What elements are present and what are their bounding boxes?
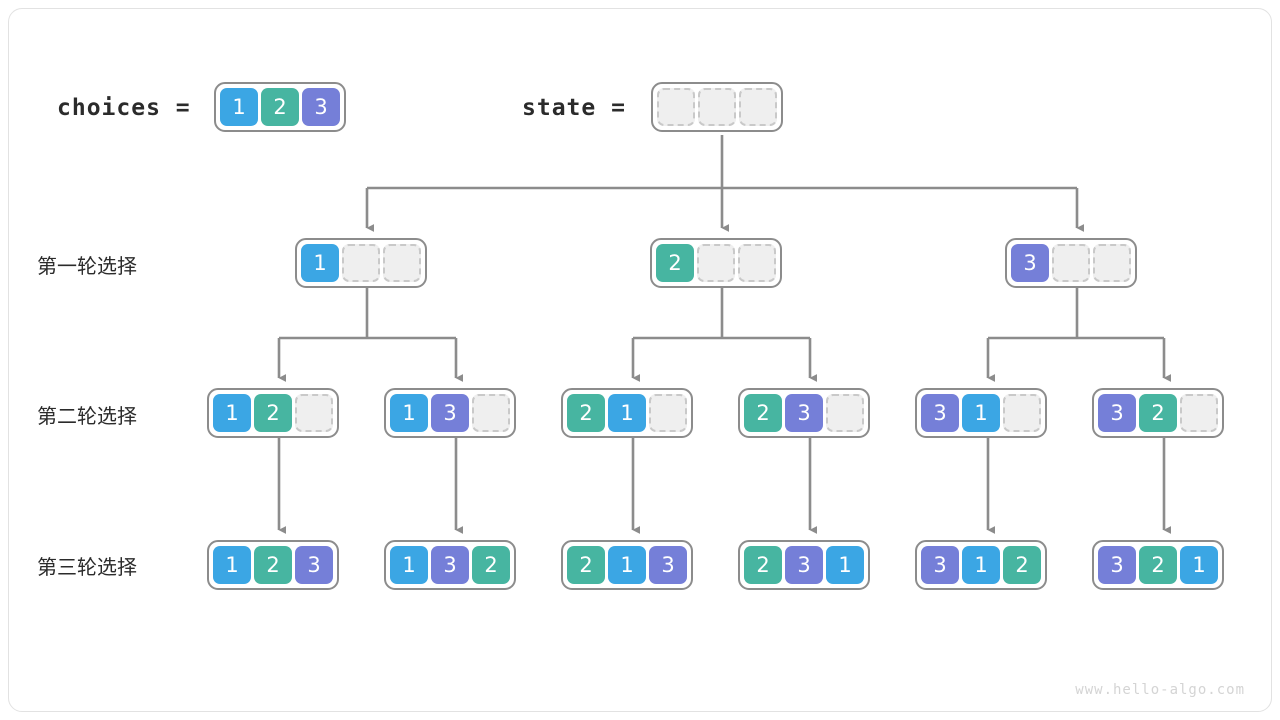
level3-node-4-cell-1: 2 [744,546,782,584]
level3-node-2-cell-1: 1 [390,546,428,584]
state-cell-1 [657,88,695,126]
choices-cell-3: 3 [302,88,340,126]
level2-node-2-cell-3 [472,394,510,432]
level3-node-5-cell-2: 1 [962,546,1000,584]
choices-cell-1: 1 [220,88,258,126]
level3-node-5-cell-3: 2 [1003,546,1041,584]
level2-node-3-cell-1: 2 [567,394,605,432]
level3-node-4-cell-2: 3 [785,546,823,584]
level3-node-3-cell-3: 3 [649,546,687,584]
level2-node-5-cell-2: 1 [962,394,1000,432]
level1-node-1-cell-2 [342,244,380,282]
state-label: state = [522,95,626,121]
level2-node-1-cell-1: 1 [213,394,251,432]
state-array [651,82,783,132]
level3-node-6-cell-2: 2 [1139,546,1177,584]
level3-node-4-cell-3: 1 [826,546,864,584]
level1-node-3-cell-1: 3 [1011,244,1049,282]
level2-node-5-cell-3 [1003,394,1041,432]
level2-node-4-cell-2: 3 [785,394,823,432]
level1-node-1-cell-1: 1 [301,244,339,282]
level3-node-6-cell-3: 1 [1180,546,1218,584]
level3-node-3-cell-2: 1 [608,546,646,584]
level2-node-2-cell-2: 3 [431,394,469,432]
row-label-round1: 第一轮选择 [37,254,137,278]
row-label-round3: 第三轮选择 [37,555,137,579]
level2-node-4-cell-1: 2 [744,394,782,432]
level2-node-2-cell-1: 1 [390,394,428,432]
level1-node-2: 2 [650,238,782,288]
level3-node-1-cell-1: 1 [213,546,251,584]
state-cell-3 [739,88,777,126]
level2-node-1-cell-3 [295,394,333,432]
level1-node-3-cell-2 [1052,244,1090,282]
level2-node-3-cell-3 [649,394,687,432]
state-cell-2 [698,88,736,126]
level2-node-1-cell-2: 2 [254,394,292,432]
level3-node-5-cell-1: 3 [921,546,959,584]
watermark: www.hello-algo.com [1075,682,1245,698]
diagram-frame [8,8,1272,712]
level1-node-3-cell-3 [1093,244,1131,282]
choices-label: choices = [57,95,191,121]
level1-node-3: 3 [1005,238,1137,288]
level2-node-6-cell-2: 2 [1139,394,1177,432]
level2-node-5-cell-1: 3 [921,394,959,432]
level2-node-6-cell-3 [1180,394,1218,432]
row-label-round2: 第二轮选择 [37,404,137,428]
level3-node-1-cell-2: 2 [254,546,292,584]
choices-cell-2: 2 [261,88,299,126]
level3-node-3-cell-1: 2 [567,546,605,584]
level1-node-2-cell-1: 2 [656,244,694,282]
level3-node-6-cell-1: 3 [1098,546,1136,584]
level2-node-4-cell-3 [826,394,864,432]
level1-node-1-cell-3 [383,244,421,282]
level2-node-6-cell-1: 3 [1098,394,1136,432]
level1-node-2-cell-3 [738,244,776,282]
level3-node-1-cell-3: 3 [295,546,333,584]
level1-node-2-cell-2 [697,244,735,282]
level2-node-3-cell-2: 1 [608,394,646,432]
level3-node-2-cell-3: 2 [472,546,510,584]
level3-node-2-cell-2: 3 [431,546,469,584]
level1-node-1: 1 [295,238,427,288]
